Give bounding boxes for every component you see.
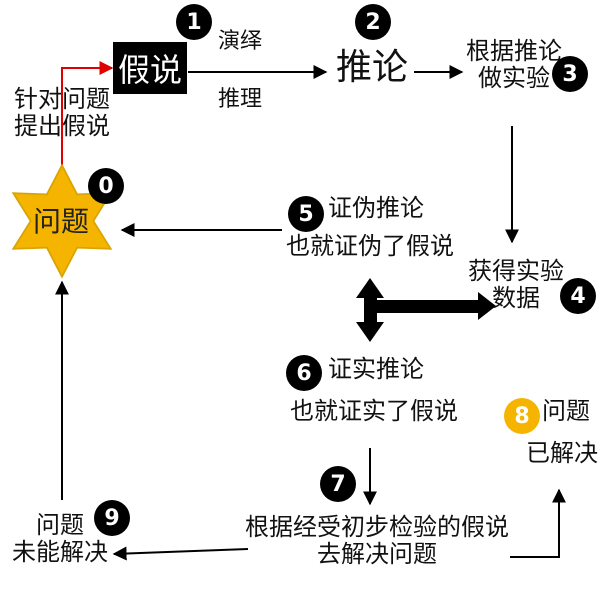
propose-line-1: 针对问题 — [14, 85, 110, 113]
deduction-line-1: 演绎 — [218, 29, 263, 54]
solve-line-2: 去解决问题 — [317, 539, 437, 568]
verify-line-1: 证实推论 — [328, 355, 424, 383]
experiment-line-1: 根据推论 — [466, 37, 562, 65]
solved-line-1: 问题 — [542, 397, 590, 425]
propose-hypothesis-text: 针对问题 提出假说 — [14, 86, 110, 140]
badge-3: 3 — [552, 56, 588, 92]
hypothesis-box: 假说 — [113, 42, 187, 94]
inference-label: 推论 — [336, 47, 409, 88]
data-line-2: 数据 — [492, 283, 540, 312]
experiment-text: 根据推论 做实验 — [466, 38, 562, 92]
solve-line-1: 根据经受初步检验的假说 — [245, 513, 509, 541]
deduction-line-2: 推理 — [218, 87, 263, 112]
badge-0: 0 — [88, 168, 124, 204]
problem-label: 问题 — [32, 205, 89, 238]
badge-7: 7 — [320, 466, 356, 502]
falsify-line-1: 证伪推论 — [328, 194, 424, 222]
data-text: 获得实验 数据 — [468, 258, 564, 312]
falsify-line-2: 也就证伪了假说 — [286, 232, 454, 260]
badge-1: 1 — [176, 4, 212, 40]
propose-line-2: 提出假说 — [14, 111, 110, 140]
experiment-line-2: 做实验 — [478, 63, 550, 92]
thick-compare-arrow — [356, 278, 496, 342]
verify-line-2: 也就证实了假说 — [290, 397, 458, 425]
data-line-1: 获得实验 — [468, 257, 564, 285]
unsolved-line-1: 问题 — [36, 511, 84, 539]
solve-text: 根据经受初步检验的假说 去解决问题 — [244, 514, 510, 568]
badge-2: 2 — [355, 4, 391, 40]
badge-6: 6 — [286, 355, 322, 391]
unsolved-line-2: 未能解决 — [12, 537, 108, 566]
solved-line-2: 已解决 — [526, 439, 598, 467]
badge-5: 5 — [288, 196, 324, 232]
arrow-solve-to-solved — [510, 488, 566, 558]
arrow-solve-to-unsolved — [112, 546, 249, 561]
badge-9: 9 — [94, 500, 130, 536]
badge-8: 8 — [504, 398, 540, 434]
arrow-problem-to-hypothesis — [61, 61, 114, 175]
unsolved-text: 问题 未能解决 — [12, 512, 108, 566]
badge-4: 4 — [560, 278, 596, 314]
